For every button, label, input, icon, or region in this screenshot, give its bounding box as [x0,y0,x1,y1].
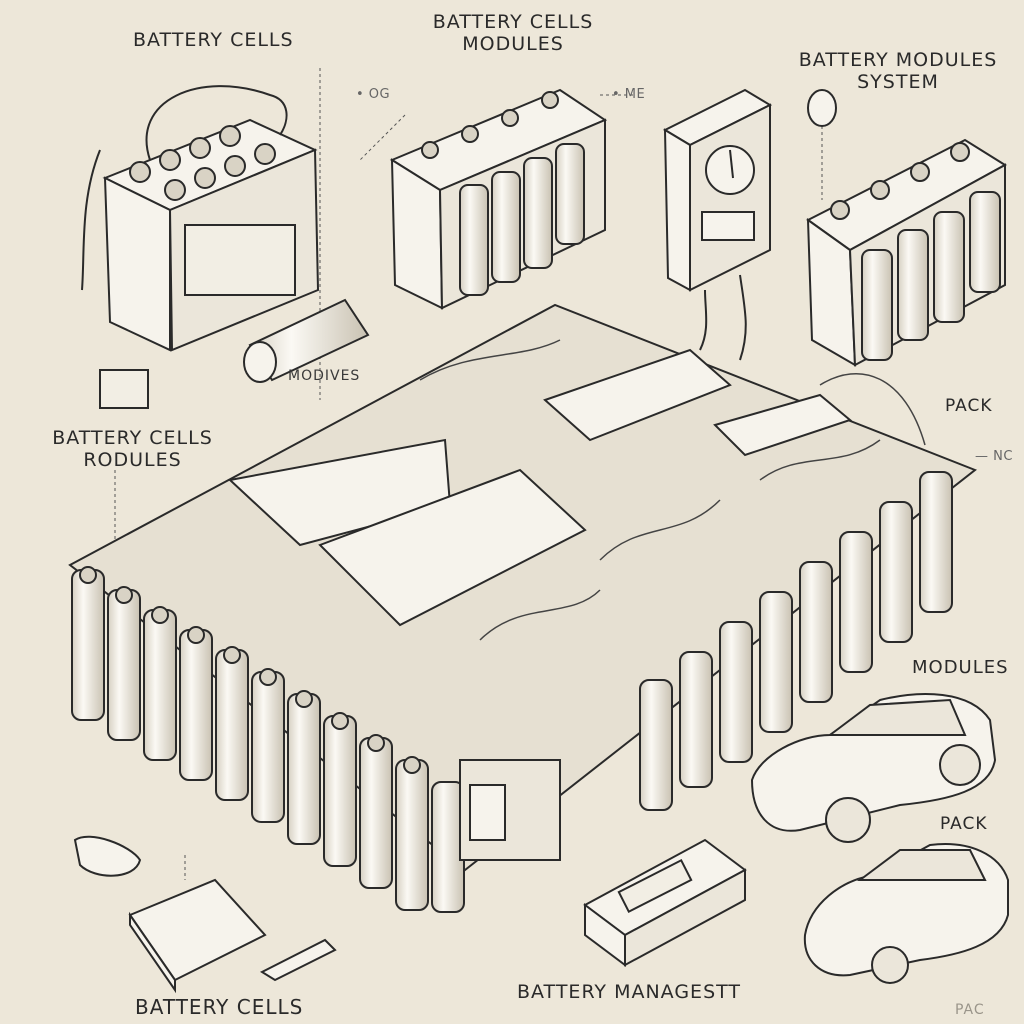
label-pack-lower: PACK [940,814,988,834]
bms-box-illustration [583,838,747,967]
battery-module-right-illustration [806,89,1007,367]
battery-cells-illustration [81,85,320,409]
label-nc-tag: — NC [975,449,1013,464]
label-top-right-line1: BATTERY MODULES [798,49,998,71]
label-battery-cells-bottom: BATTERY CELLS [135,995,304,1019]
pack-cylinder-cells [71,471,953,913]
label-left-mid-line2: RODULES [83,448,182,471]
car-top-illustration [750,693,997,843]
label-battery-modules-system: BATTERY MODULES SYSTEM [788,49,1008,94]
label-battery-cells-modules-top: BATTERY CELLS MODULES [418,11,608,56]
small-parts-illustration [73,835,337,994]
bms-controller-illustration [662,88,773,361]
label-pac: PAC [955,1002,985,1018]
label-battery-cells-top-left: BATTERY CELLS [133,29,294,51]
label-modules-right: MODULES [912,657,1009,678]
label-tag-og: • OG [356,87,391,102]
label-pack-upper: PACK [945,396,993,416]
car-bottom-illustration [803,843,1009,984]
label-top-right-line2: SYSTEM [857,70,939,93]
label-modives: MODIVES [288,368,361,384]
label-left-mid-line1: BATTERY CELLS [52,427,213,449]
main-battery-pack-illustration [68,303,977,913]
battery-module-center-illustration [389,88,608,310]
label-top-center-line2: MODULES [462,32,564,55]
label-battery-management: BATTERY MANAGESTT [517,981,742,1003]
label-top-center-line1: BATTERY CELLS [432,11,594,33]
label-battery-cells-rodules: BATTERY CELLS RODULES [40,427,225,472]
label-tag-me: • ME [612,87,646,102]
cylinder-cell-illustration [243,298,370,383]
